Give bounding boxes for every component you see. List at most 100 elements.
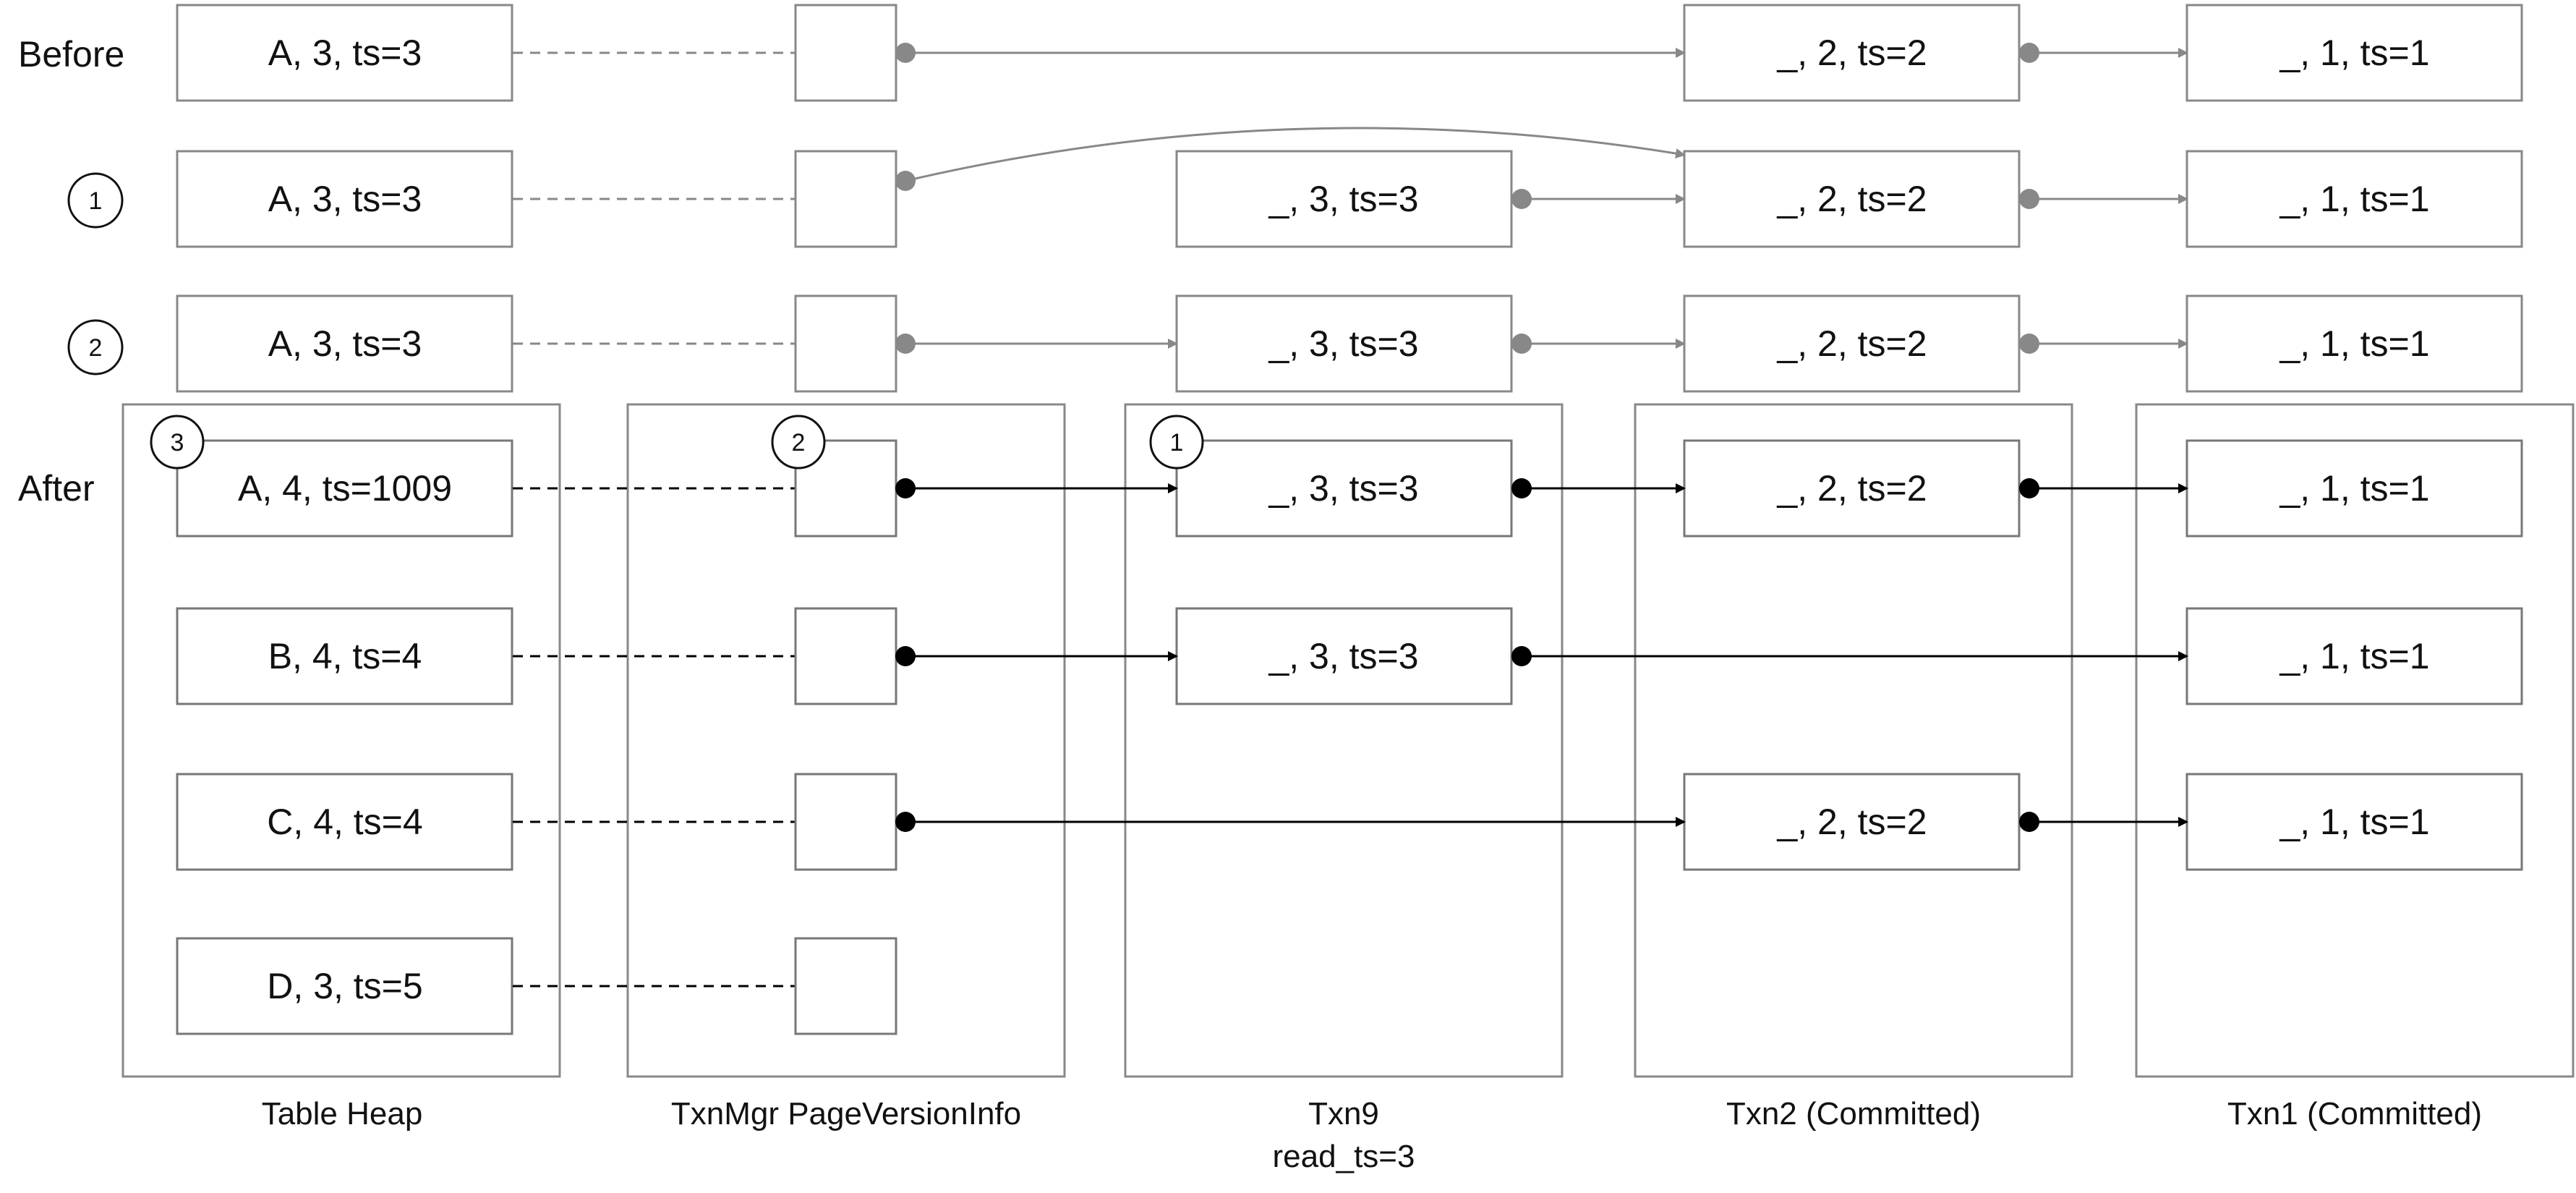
pointer-dot xyxy=(895,334,916,354)
page-version-slot xyxy=(794,150,897,248)
heap-tuple: B, 4, ts=4 xyxy=(176,607,513,705)
column-sublabel-txn9: read_ts=3 xyxy=(1273,1139,1415,1174)
txn2-undo-log-text: _, 2, ts=2 xyxy=(1776,802,1927,842)
txn1-undo-log: _, 1, ts=1 xyxy=(2185,4,2523,102)
txn2-undo-log: _, 2, ts=2 xyxy=(1683,150,2021,248)
heap-tuple-text: C, 4, ts=4 xyxy=(267,802,422,842)
pointer-txn2-to-txn1 xyxy=(2019,812,2188,832)
txn9-undo-log: _, 3, ts=3 xyxy=(1175,607,1513,705)
txn2-undo-log: _, 2, ts=2 xyxy=(1683,773,2021,871)
txn1-undo-log-text: _, 1, ts=1 xyxy=(2279,802,2429,842)
after-row: B, 4, ts=4 _, 3, ts=3 _, 1, ts=1 xyxy=(176,607,2523,705)
pointer-dot xyxy=(895,171,916,191)
pointer-dot xyxy=(895,646,916,666)
step1-badge-after-text: 1 xyxy=(1170,429,1184,457)
pointer-dot xyxy=(2019,334,2039,354)
txn2-undo-log-text: _, 2, ts=2 xyxy=(1776,468,1927,509)
txn9-undo-log-text: _, 3, ts=3 xyxy=(1268,636,1418,676)
heap-tuple-text: A, 3, ts=3 xyxy=(268,323,422,364)
pointer-pvi-to-txn9 xyxy=(895,646,1178,666)
row-label-before: Before xyxy=(18,34,124,75)
pointer-txn9-to-txn2 xyxy=(1511,478,1686,498)
step2-badge-text: 2 xyxy=(89,334,103,362)
txn1-undo-log: _, 1, ts=1 xyxy=(2185,773,2523,871)
column-container-table_heap xyxy=(121,403,561,1078)
step2-badge: 2 xyxy=(67,319,124,375)
heap-tuple: A, 4, ts=1009 xyxy=(176,439,513,538)
top-row-step2: A, 3, ts=3 _, 3, ts=3 _, 2, ts=2 _, 1, ts=1 xyxy=(176,294,2523,393)
heap-tuple: D, 3, ts=5 xyxy=(176,937,513,1035)
pointer-dot xyxy=(1511,478,1532,498)
row-label-after: After xyxy=(18,468,95,509)
pointer-dot xyxy=(2019,812,2039,832)
txn2-undo-log-text: _, 2, ts=2 xyxy=(1776,33,1927,73)
pointer-txn9-to-txn2 xyxy=(1511,334,1686,354)
column-container-txn9 xyxy=(1124,403,1564,1078)
heap-tuple-text: D, 3, ts=5 xyxy=(267,966,422,1006)
pointer-txn9-to-txn1 xyxy=(1511,646,2188,666)
txn1-undo-log: _, 1, ts=1 xyxy=(2185,439,2523,538)
column-label-txn2: Txn2 (Committed) xyxy=(1726,1096,1981,1132)
heap-tuple-text: A, 3, ts=3 xyxy=(268,33,422,73)
step1-badge: 1 xyxy=(67,172,124,229)
pointer-dot xyxy=(895,43,916,63)
txn2-undo-log-text: _, 2, ts=2 xyxy=(1776,323,1927,364)
pointer-pvi-to-txn2 xyxy=(895,43,1686,63)
txn1-undo-log-text: _, 1, ts=1 xyxy=(2279,33,2429,73)
step3-badge-text: 3 xyxy=(171,429,184,457)
column-label-page_version_info: TxnMgr PageVersionInfo xyxy=(671,1096,1021,1132)
pointer-dot xyxy=(895,478,916,498)
pointer-dot xyxy=(1511,334,1532,354)
top-row-step1: A, 3, ts=3_, 3, ts=3_, 2, ts=2_, 1, ts=1 xyxy=(176,127,2523,248)
pointer-txn2-to-txn1 xyxy=(2019,334,2188,354)
txn9-undo-log: _, 3, ts=3 xyxy=(1175,150,1513,248)
column-label-txn1: Txn1 (Committed) xyxy=(2227,1096,2482,1132)
txn9-undo-log: _, 3, ts=3 xyxy=(1175,294,1513,393)
column-container-txn1 xyxy=(2135,403,2575,1078)
pointer-dot xyxy=(2019,43,2039,63)
pointer-dot xyxy=(895,812,916,832)
column-label-txn9: Txn9 xyxy=(1308,1096,1379,1132)
txn2-undo-log-text: _, 2, ts=2 xyxy=(1776,179,1927,219)
txn1-undo-log: _, 1, ts=1 xyxy=(2185,607,2523,705)
txn1-undo-log: _, 1, ts=1 xyxy=(2185,294,2523,393)
pointer-dot xyxy=(1511,189,1532,209)
txn9-undo-log-text: _, 3, ts=3 xyxy=(1268,323,1418,364)
top-rows: A, 3, ts=3_, 2, ts=2_, 1, ts=1A, 3, ts=3… xyxy=(176,4,2523,393)
pointer-pvi-to-txn2-curved xyxy=(895,127,1686,191)
column-container-page_version_info xyxy=(626,403,1066,1078)
txn9-undo-log-text: _, 3, ts=3 xyxy=(1268,468,1418,509)
pointer-txn2-to-txn1 xyxy=(2019,478,2188,498)
step3-badge: 3 xyxy=(150,415,205,470)
heap-tuple-text: A, 4, ts=1009 xyxy=(238,468,452,509)
step2-badge-after-text: 2 xyxy=(792,429,806,457)
txn2-undo-log: _, 2, ts=2 xyxy=(1683,294,2021,393)
after-row: D, 3, ts=5 xyxy=(176,937,897,1035)
after-row: C, 4, ts=4 _, 2, ts=2 _, 1, ts=1 xyxy=(176,773,2523,871)
page-version-slot xyxy=(794,773,897,871)
step1-badge-after: 1 xyxy=(1149,415,1204,470)
heap-tuple: A, 3, ts=3 xyxy=(176,294,513,393)
pointer-dot xyxy=(1511,646,1532,666)
heap-tuple: A, 3, ts=3 xyxy=(176,4,513,102)
txn2-undo-log: _, 2, ts=2 xyxy=(1683,439,2021,538)
top-row-before: A, 3, ts=3 _, 2, ts=2 _, 1, ts=1 xyxy=(176,4,2523,102)
txn1-undo-log-text: _, 1, ts=1 xyxy=(2279,636,2429,676)
pointer-pvi-to-txn9 xyxy=(895,478,1178,498)
txn2-undo-log: _, 2, ts=2 xyxy=(1683,4,2021,102)
heap-tuple: C, 4, ts=4 xyxy=(176,773,513,871)
pointer-txn2-to-txn1 xyxy=(2019,43,2188,63)
heap-tuple-text: A, 3, ts=3 xyxy=(268,179,422,219)
pointer-pvi-to-txn2 xyxy=(895,812,1686,832)
pointer-dot xyxy=(2019,189,2039,209)
step1-badge-text: 1 xyxy=(89,187,103,215)
txn9-undo-log-text: _, 3, ts=3 xyxy=(1268,179,1418,219)
page-version-slot xyxy=(794,937,897,1035)
pointer-dot xyxy=(2019,478,2039,498)
heap-tuple: A, 3, ts=3 xyxy=(176,150,513,248)
txn9-undo-log: _, 3, ts=3 xyxy=(1175,439,1513,538)
txn1-undo-log-text: _, 1, ts=1 xyxy=(2279,468,2429,509)
heap-tuple-text: B, 4, ts=4 xyxy=(268,636,422,676)
